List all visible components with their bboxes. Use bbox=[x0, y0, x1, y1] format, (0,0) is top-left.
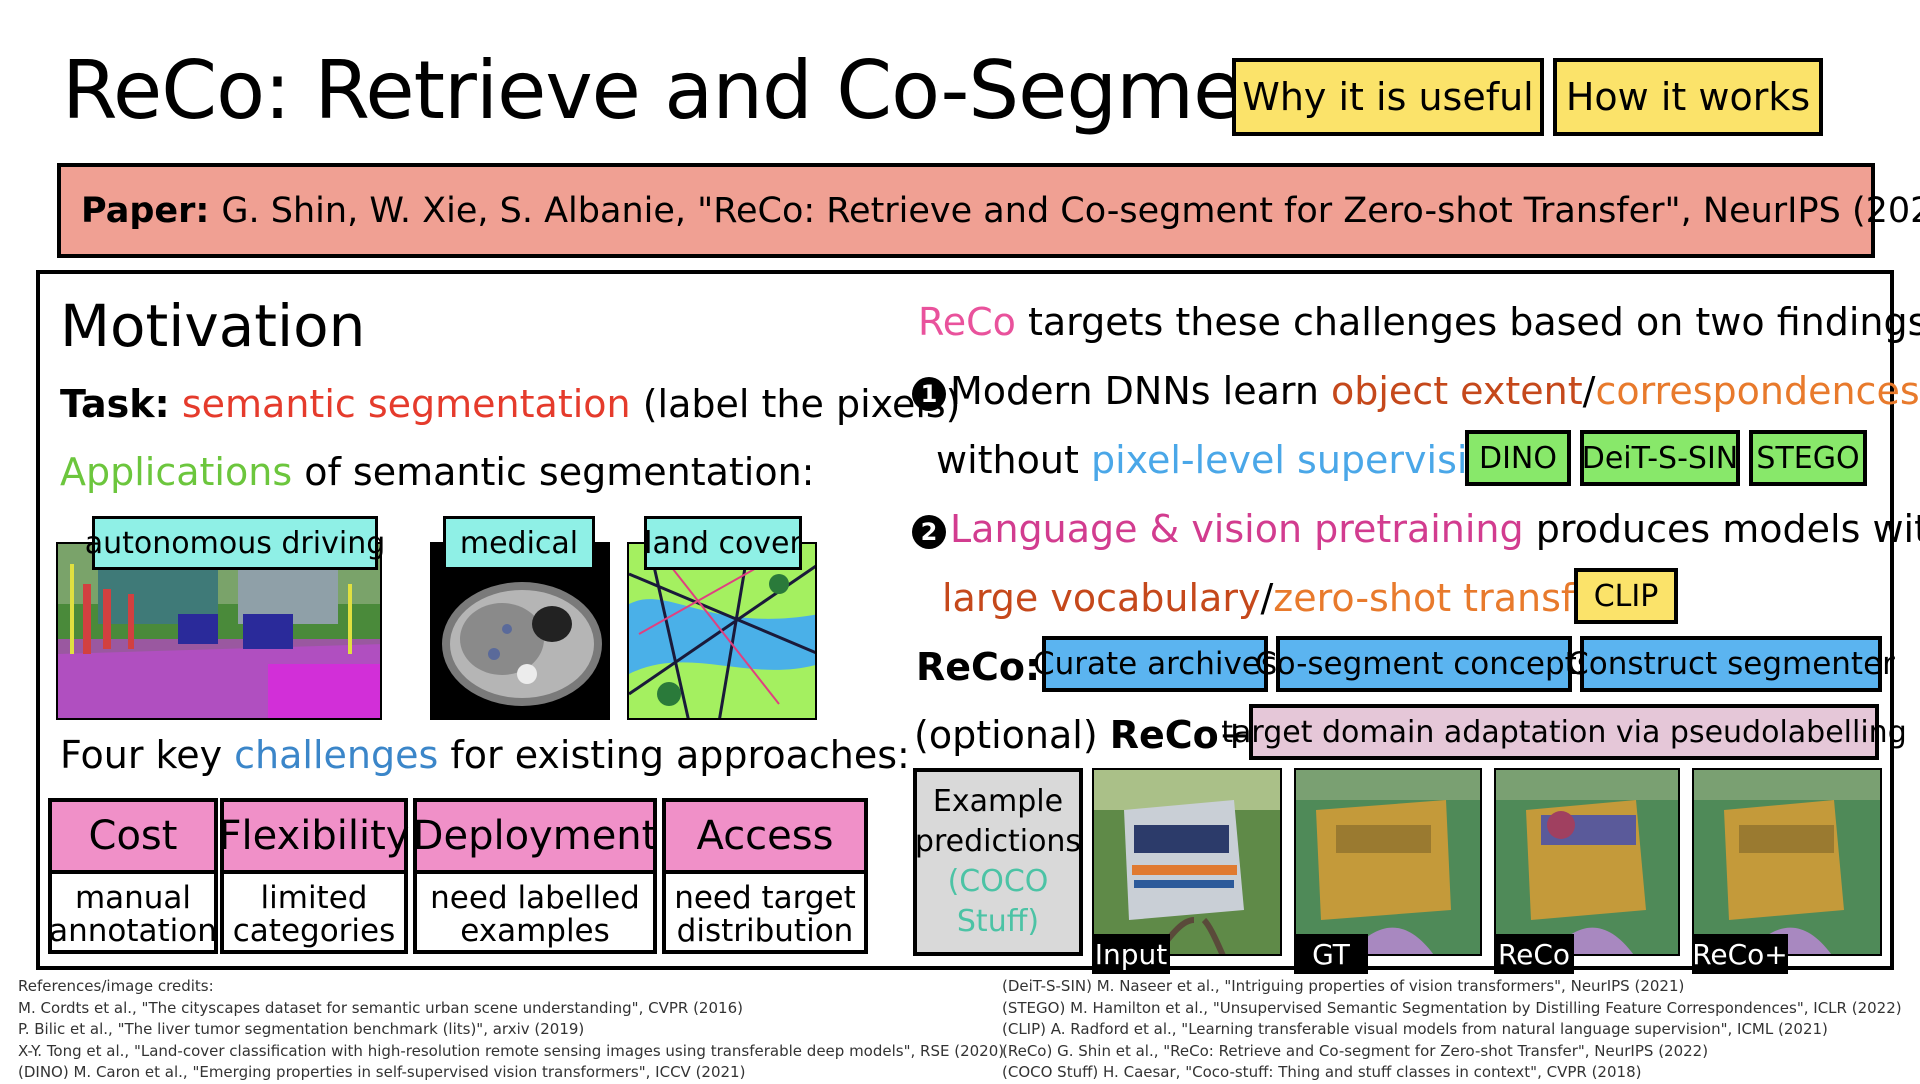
task-rest: (label the pixels) bbox=[642, 382, 961, 426]
optional-label: (optional) bbox=[914, 713, 1098, 757]
reco-plus-line: (optional) ReCo+: bbox=[914, 713, 1263, 757]
co-segment-concepts-step: Co-segment concepts bbox=[1255, 636, 1593, 692]
reco-image bbox=[1494, 768, 1680, 956]
example-line: (COCO bbox=[947, 864, 1049, 899]
large-vocabulary-term: large vocabulary bbox=[942, 576, 1261, 620]
reference-line: (STEGO) M. Hamilton et al., "Unsupervise… bbox=[1002, 998, 1902, 1017]
paper-citation-banner: Paper: G. Shin, W. Xie, S. Albanie, "ReC… bbox=[57, 163, 1920, 258]
pixel-level-supervision-term: pixel-level supervision bbox=[1090, 438, 1515, 482]
challenge-title: Access bbox=[666, 802, 864, 874]
slash: / bbox=[1582, 369, 1596, 413]
example-predictions-box: Example predictions (COCO Stuff) bbox=[913, 768, 1083, 956]
challenge-desc: need labelled bbox=[430, 880, 640, 916]
gt-label: GT bbox=[1294, 934, 1368, 974]
finding-one-line2-pre: without bbox=[936, 438, 1079, 482]
reco-steps-label: ReCo: bbox=[916, 645, 1041, 689]
paper-citation: G. Shin, W. Xie, S. Albanie, "ReCo: Retr… bbox=[221, 190, 1920, 231]
paper-label: Paper: bbox=[81, 190, 210, 231]
challenges-line: Four key challenges for existing approac… bbox=[60, 733, 910, 777]
main-panel bbox=[36, 270, 1894, 970]
curate-archives-step: Curate archives bbox=[1033, 636, 1277, 692]
reco-plus-example-label: ReCo+ bbox=[1692, 934, 1788, 974]
challenge-title: Flexibility bbox=[219, 802, 409, 874]
finding-one-line2: without pixel-level supervision bbox=[936, 438, 1515, 482]
challenges-pre: Four key bbox=[60, 733, 223, 777]
medical-image bbox=[430, 542, 610, 720]
correspondences-term: correspondences bbox=[1595, 369, 1920, 413]
why-useful-button[interactable]: Why it is useful bbox=[1232, 58, 1544, 136]
example-line: Stuff) bbox=[956, 904, 1040, 939]
reference-line: X-Y. Tong et al., "Land-cover classifica… bbox=[18, 1041, 1005, 1060]
challenge-desc: need target bbox=[674, 880, 856, 916]
deit-s-sin-badge: DeiT-S-SIN bbox=[1580, 430, 1740, 486]
finding-two-line2: large vocabulary/zero-shot transfer bbox=[942, 576, 1613, 620]
language-vision-pretraining-term: Language & vision pretraining bbox=[950, 507, 1524, 551]
example-line: predictions bbox=[914, 824, 1082, 859]
reference-line: (CLIP) A. Radford et al., "Learning tran… bbox=[1002, 1020, 1828, 1038]
dino-badge: DINO bbox=[1465, 430, 1571, 486]
stego-badge: STEGO bbox=[1749, 430, 1867, 486]
reference-line: (ReCo) G. Shin et al., "ReCo: Retrieve a… bbox=[1002, 1041, 1709, 1060]
zero-shot-transfer-term: zero-shot transfer bbox=[1273, 576, 1614, 620]
reco-plus-image bbox=[1692, 768, 1882, 956]
target-domain-adaptation-badge: target domain adaptation via pseudolabel… bbox=[1221, 704, 1907, 760]
task-label: Task: bbox=[60, 382, 170, 426]
motivation-heading: Motivation bbox=[60, 292, 366, 360]
slash: / bbox=[1260, 576, 1274, 620]
references-left: References/image credits: M. Cordts et a… bbox=[18, 976, 1004, 1084]
challenge-title: Cost bbox=[52, 802, 214, 874]
challenge-desc: distribution bbox=[676, 913, 854, 949]
reco-name: ReCo bbox=[918, 300, 1016, 344]
challenge-desc: categories bbox=[232, 913, 396, 949]
autonomous-driving-label: autonomous driving bbox=[85, 516, 385, 570]
input-image bbox=[1092, 768, 1282, 956]
number-two-icon: 2 bbox=[912, 514, 946, 549]
task-line: Task: semantic segmentation (label the p… bbox=[60, 382, 961, 426]
reference-line: (COCO Stuff) H. Caesar, "Coco-stuff: Thi… bbox=[1002, 1063, 1642, 1081]
how-it-works-button[interactable]: How it works bbox=[1553, 58, 1823, 136]
reco-label: ReCo bbox=[1494, 934, 1574, 974]
number-one-icon: 1 bbox=[912, 376, 946, 411]
example-line: Example bbox=[932, 784, 1064, 819]
clip-badge: CLIP bbox=[1574, 568, 1678, 624]
task-term: semantic segmentation bbox=[181, 382, 631, 426]
references-right: (DeiT-S-SIN) M. Naseer et al., "Intrigui… bbox=[1002, 976, 1902, 1084]
challenge-desc: limited bbox=[260, 880, 368, 916]
finding-one-pre: Modern DNNs learn bbox=[950, 369, 1319, 413]
page-title: ReCo: Retrieve and Co-Segment bbox=[62, 44, 1322, 137]
challenge-desc: examples bbox=[460, 913, 610, 949]
reference-line: References/image credits: bbox=[18, 977, 214, 995]
challenge-desc: annotation bbox=[49, 913, 217, 949]
finding-two-rest: produces models with bbox=[1535, 507, 1920, 551]
applications-line: Applications of semantic segmentation: bbox=[60, 450, 814, 494]
input-label: Input bbox=[1092, 934, 1170, 974]
applications-rest: of semantic segmentation: bbox=[304, 450, 815, 494]
object-extent-term: object extent bbox=[1331, 369, 1583, 413]
challenge-title: Deployment bbox=[413, 802, 657, 874]
challenges-post: for existing approaches: bbox=[450, 733, 910, 777]
applications-term: Applications bbox=[60, 450, 293, 494]
reference-line: M. Cordts et al., "The cityscapes datase… bbox=[18, 998, 743, 1017]
land-cover-label: land cover bbox=[644, 516, 802, 570]
findings-intro: ReCo targets these challenges based on t… bbox=[918, 300, 1920, 344]
medical-label: medical bbox=[443, 516, 595, 570]
construct-segmenter-step: Construct segmenter bbox=[1567, 636, 1895, 692]
findings-intro-rest: targets these challenges based on two fi… bbox=[1027, 300, 1920, 344]
reference-line: P. Bilic et al., "The liver tumor segmen… bbox=[18, 1020, 585, 1038]
challenge-desc: manual bbox=[74, 880, 192, 916]
reco-plus-label: ReCo bbox=[1109, 713, 1219, 757]
reference-line: (DINO) M. Caron et al., "Emerging proper… bbox=[18, 1063, 746, 1081]
reference-line: (DeiT-S-SIN) M. Naseer et al., "Intrigui… bbox=[1002, 977, 1685, 995]
challenges-term: challenges bbox=[234, 733, 439, 777]
gt-image bbox=[1294, 768, 1482, 956]
